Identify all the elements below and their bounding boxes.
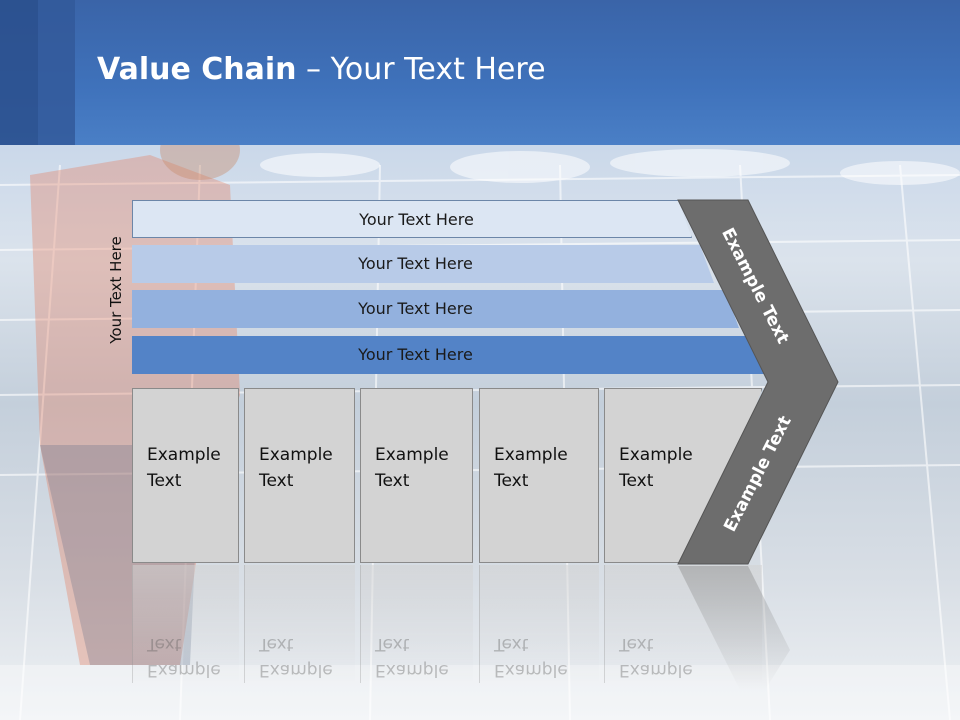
- value-bar-4: Your Text Here: [132, 336, 764, 374]
- reflection-text: Example Text: [619, 634, 693, 680]
- side-label: Your Text Here: [107, 236, 125, 344]
- title-bar: Value Chain – Your Text Here: [0, 0, 960, 145]
- title-rest: – Your Text Here: [296, 52, 546, 87]
- slide-title: Value Chain – Your Text Here: [97, 52, 546, 87]
- activity-box-label: Example Text: [375, 445, 449, 491]
- activity-box-label: Example Text: [494, 445, 568, 491]
- value-bar-label: Your Text Here: [358, 345, 473, 364]
- reflection: Example Text: [244, 565, 355, 683]
- value-bar-1: Your Text Here: [132, 200, 692, 238]
- value-bar-label: Your Text Here: [358, 299, 473, 318]
- value-bar-3: Your Text Here: [132, 290, 739, 328]
- value-bar-label: Your Text Here: [359, 210, 474, 229]
- reflection: Example Text: [604, 565, 762, 683]
- value-bar-label: Your Text Here: [358, 254, 473, 273]
- value-bar-2: Your Text Here: [132, 245, 714, 283]
- reflection-text: Example Text: [259, 634, 333, 680]
- activity-box-label: Example Text: [259, 445, 333, 491]
- reflection-text: Example Text: [375, 634, 449, 680]
- reflection: Example Text: [479, 565, 599, 683]
- activity-box-label: Example Text: [147, 445, 221, 491]
- activity-box-1: Example Text: [132, 388, 239, 563]
- activity-box-3: Example Text: [360, 388, 473, 563]
- activity-box-4: Example Text: [479, 388, 599, 563]
- reflection: Example Text: [132, 565, 239, 683]
- title-bold: Value Chain: [97, 52, 297, 87]
- header-stripe: [0, 0, 38, 145]
- reflection-text: Example Text: [494, 634, 568, 680]
- activity-box-2: Example Text: [244, 388, 355, 563]
- header-stripe: [38, 0, 75, 145]
- reflection: Example Text: [360, 565, 473, 683]
- reflection-text: Example Text: [147, 634, 221, 680]
- activity-box-label: Example Text: [619, 445, 693, 491]
